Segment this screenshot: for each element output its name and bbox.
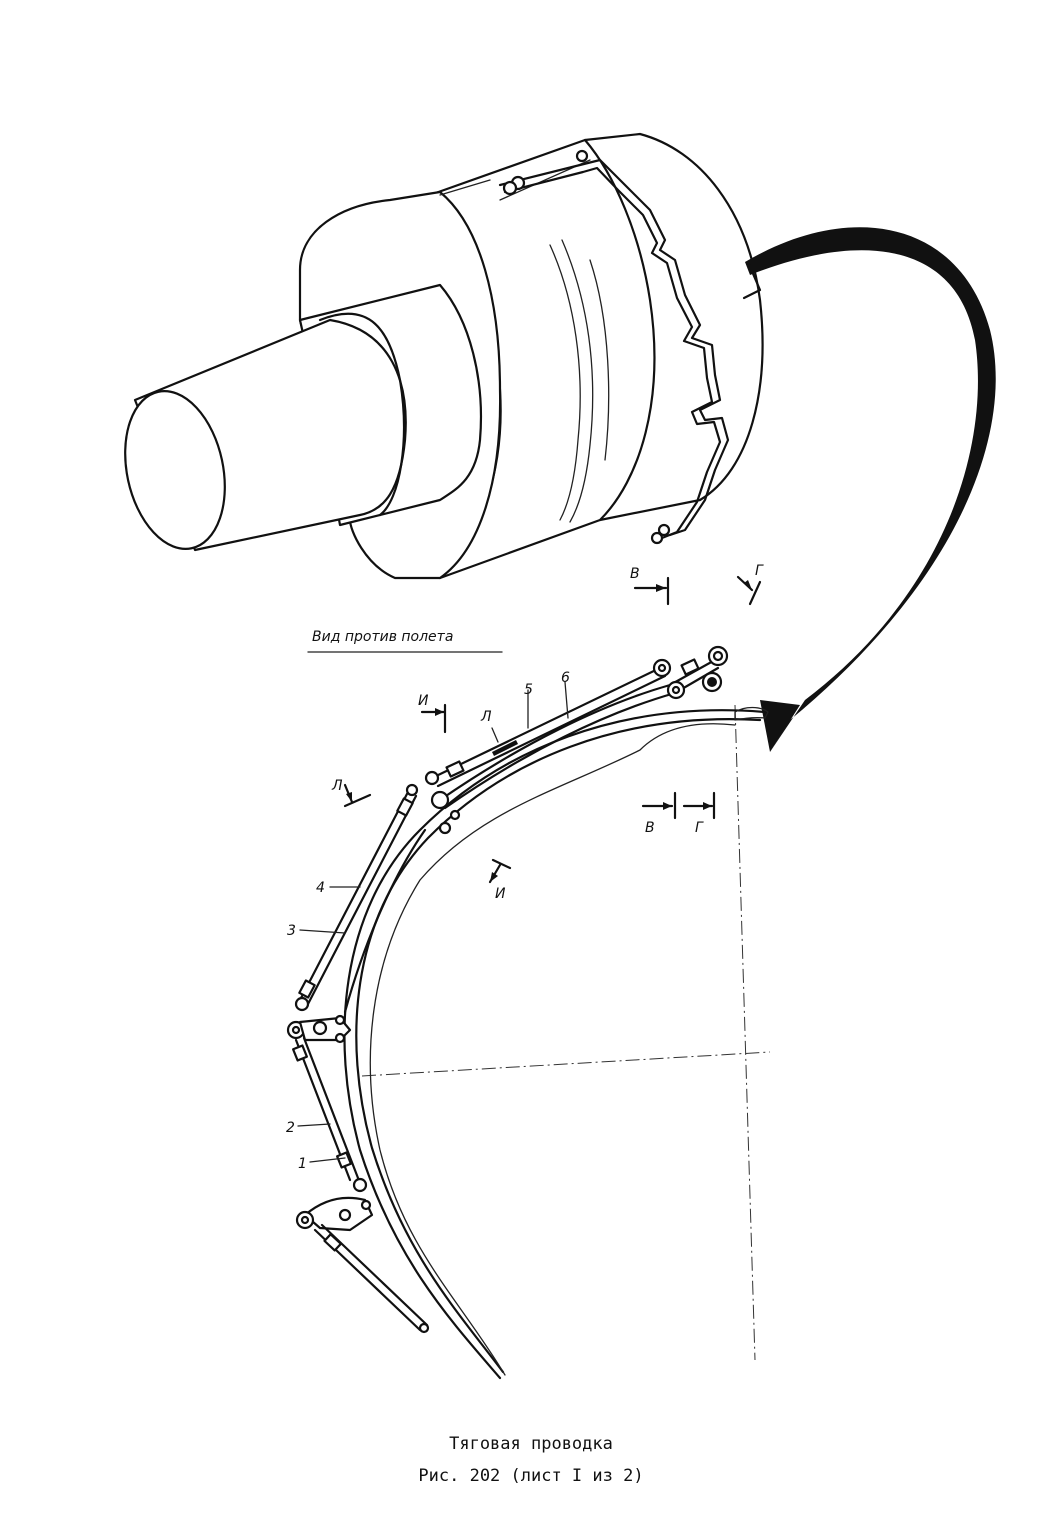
rod-6: [436, 674, 667, 788]
ring-tip: [734, 706, 769, 721]
ring-inner-edge: [369, 723, 736, 1376]
section-mark-g-lower: Г: [682, 791, 716, 836]
rod-assembly-1-2: [292, 1036, 360, 1182]
caption-figure-number: Рис. 202 (лист I из 2): [418, 1466, 644, 1486]
svg-text:И: И: [418, 693, 429, 709]
ring-outer: [343, 709, 767, 1380]
horizontal-centerline: [361, 1051, 771, 1077]
rod-3-inner: [343, 828, 427, 1014]
casing-band-2: [561, 239, 594, 523]
part-number-4: 4: [316, 880, 325, 896]
part-number-2: 2: [286, 1120, 295, 1136]
svg-text:Л: Л: [480, 709, 492, 725]
engine-rod-fittings: [502, 149, 671, 545]
lower-bracket: [295, 1177, 430, 1334]
engine-rod-rigging-2: [503, 166, 722, 540]
svg-text:И: И: [495, 886, 506, 902]
svg-text:Г: Г: [695, 820, 704, 836]
part-number-1: 1: [298, 1156, 307, 1172]
svg-text:Вид против полета: Вид против полета: [312, 629, 453, 645]
rod-assembly-3-4: [294, 783, 427, 1014]
section-mark-g-top: Г: [736, 563, 764, 606]
section-mark-v-top: В: [630, 566, 670, 606]
rod-5: [430, 666, 662, 780]
arrow-tail-notch: [742, 260, 762, 300]
svg-text:Л: Л: [331, 778, 343, 794]
section-mark-i-upper: И: [418, 693, 447, 734]
part-leaders: [297, 681, 569, 1163]
fitting-l: [492, 740, 518, 756]
svg-text:Г: Г: [755, 563, 764, 579]
casing-band-3: [589, 259, 610, 461]
view-direction-arrow: [742, 227, 996, 752]
rod-lower-upper-2: [443, 666, 720, 810]
middle-bracket: [286, 1014, 352, 1044]
casing-band-1: [549, 244, 581, 521]
svg-text:В: В: [630, 566, 640, 582]
rod-4: [298, 790, 410, 1002]
engine-view: [124, 132, 764, 580]
section-mark-l-small: Л: [480, 709, 499, 743]
rod-assembly-5-6: [424, 645, 729, 835]
part-number-3: 3: [287, 923, 296, 939]
ring-view: 4 3 2 1 5 6 И Л Л И: [286, 645, 771, 1380]
hub-step-arc: [318, 312, 405, 517]
part-number-6: 6: [561, 670, 570, 686]
rod-1: [302, 1036, 360, 1180]
part-number-5: 5: [524, 682, 533, 698]
caption-title: Тяговая проводка: [449, 1434, 613, 1454]
engine-nose-face: [124, 390, 226, 550]
engine-rod-rigging: [498, 158, 730, 537]
section-mark-i-lower: И: [488, 858, 512, 902]
svg-text:В: В: [645, 820, 655, 836]
section-mark-l-left: Л: [331, 778, 372, 808]
section-mark-v-lower: В: [641, 791, 677, 836]
rod-3: [306, 794, 418, 1006]
rod-lower-upper: [438, 658, 717, 802]
vertical-centerline: [734, 704, 756, 1361]
view-title: Вид против полета: [307, 629, 503, 653]
ring-outer-inner-edge: [355, 718, 762, 1374]
